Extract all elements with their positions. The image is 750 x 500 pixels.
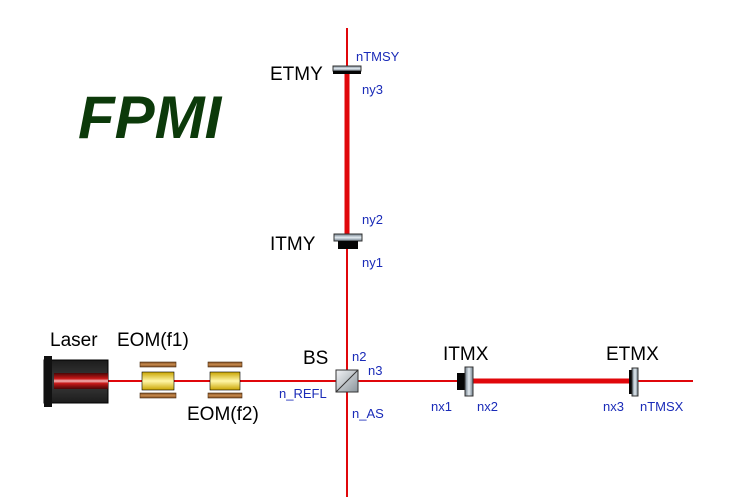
itmx-label: ITMX [443,344,489,365]
itmx-mirror [457,366,474,397]
itmy-coating [338,241,358,249]
node-nx1-label: nx1 [431,399,452,414]
etmx-label: ETMX [606,344,659,365]
node-nx2-label: nx2 [477,399,498,414]
laser-label: Laser [50,330,98,351]
node-n-as-label: n_AS [352,406,384,421]
eom-f1-crystal [141,371,175,391]
eom-f2-bottom-plate [207,392,243,399]
laser-end-cap [44,356,52,407]
etmy-mirror [332,65,362,74]
eom-f2-label: EOM(f2) [187,404,259,425]
node-n2-label: n2 [352,349,366,364]
node-ntmsx-label: nTMSX [640,399,684,414]
beam-splitter [335,369,359,393]
node-ny1-label: ny1 [362,255,383,270]
itmx-substrate [464,366,474,397]
itmy-mirror [333,233,363,249]
eom-f1-bottom-plate [139,392,177,399]
itmy-label: ITMY [270,234,316,255]
etmy-coating [333,71,361,74]
etmy-label: ETMY [270,64,323,85]
node-ny3-label: ny3 [362,82,383,97]
node-n-refl-label: n_REFL [279,386,327,401]
node-ntmsy-label: nTMSY [356,49,400,64]
eom-f1 [139,361,177,399]
diagram-title: FPMI [78,84,223,151]
itmy-substrate [333,233,363,242]
bs-label: BS [303,348,328,369]
etmy-substrate [332,65,362,72]
eom-f1-top-plate [139,361,177,368]
laser-rod [54,373,108,389]
eom-f2-crystal [209,371,241,391]
etmx-coating [629,370,632,394]
laser-source [43,356,109,407]
eom-f1-label: EOM(f1) [117,330,189,351]
etmx-mirror [629,367,639,397]
eom-f2-top-plate [207,361,243,368]
etmx-substrate [631,367,639,397]
eom-f2 [207,361,243,399]
node-n3-label: n3 [368,363,382,378]
node-ny2-label: ny2 [362,212,383,227]
itmx-coating [457,373,465,390]
node-nx3-label: nx3 [603,399,624,414]
beam-splitter-diagonal [335,369,359,393]
